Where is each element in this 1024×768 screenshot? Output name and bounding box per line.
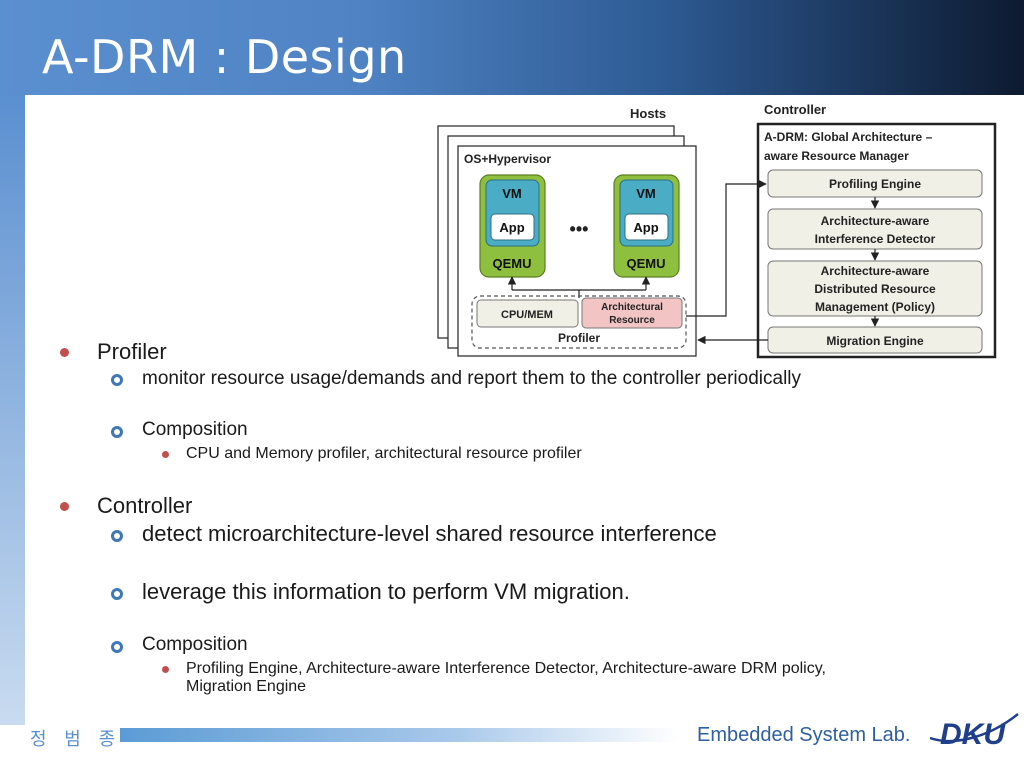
drm-line1: Architecture-aware (821, 264, 930, 278)
dku-logo: DKU (929, 713, 1019, 751)
ring-bullet-controller-2 (111, 588, 123, 600)
migration-engine-label: Migration Engine (826, 334, 924, 348)
title-bar: A-DRM : Design (0, 0, 1024, 95)
controller-sub3-item-line1: Profiling Engine, Architecture-aware Int… (186, 660, 826, 677)
cpu-mem-box (476, 299, 579, 328)
app-box-left (490, 213, 535, 241)
interference-line2: Interference Detector (815, 232, 936, 246)
left-accent-strip (0, 95, 25, 725)
ring-bullet-controller-1 (111, 530, 123, 542)
profiler-sub2: Composition (142, 419, 248, 440)
drm-line2: Distributed Resource (814, 282, 936, 296)
vm-label-left: VM (502, 186, 522, 201)
ring-bullet-controller-3 (111, 641, 123, 653)
slide-title: A-DRM : Design (42, 30, 407, 84)
controller-sub3: Composition (142, 634, 248, 655)
os-hypervisor-label: OS+Hypervisor (464, 152, 551, 166)
controller-sub2: leverage this information to perform VM … (142, 579, 630, 604)
vm-label-right: VM (636, 186, 656, 201)
profiler-group (471, 295, 687, 349)
app-box-right (624, 213, 669, 241)
cpu-mem-label: CPU/MEM (501, 309, 553, 321)
app-label-right: App (633, 220, 658, 235)
bullet-dot-controller (60, 502, 69, 511)
hosts-label: Hosts (630, 106, 666, 121)
dku-logo-text: DKU (940, 718, 1006, 751)
arch-resource-box (581, 297, 683, 329)
lab-name: Embedded System Lab. (697, 724, 911, 746)
arrow-host-to-profiling-engine (686, 179, 767, 317)
profiler-heading: Profiler (97, 339, 167, 364)
ring-bullet-profiler-1 (111, 374, 123, 386)
controller-sub3-item-line2: Migration Engine (186, 678, 307, 695)
app-label-left: App (499, 220, 524, 235)
adrm-title-line2: aware Resource Manager (764, 149, 909, 163)
controller-label: Controller (764, 102, 826, 117)
adrm-title-line1: A-DRM: Global Architecture – (764, 130, 933, 144)
arch-resource-line1: Architectural (601, 302, 663, 313)
controller-sub1: detect microarchitecture-level shared re… (142, 521, 717, 546)
bullet-dot-profiler (60, 348, 69, 357)
drm-line3: Management (Policy) (815, 300, 935, 314)
small-dot-controller (162, 666, 169, 673)
profiler-label: Profiler (558, 331, 600, 345)
author-name: 정 범 종 (30, 729, 122, 750)
footer-gradient-bar (120, 728, 680, 742)
profiler-sub1: monitor resource usage/demands and repor… (142, 368, 802, 389)
arch-resource-line2: Resource (609, 315, 655, 326)
interference-line1: Architecture-aware (821, 214, 930, 228)
profiling-engine-label: Profiling Engine (829, 177, 921, 191)
small-dot-profiler (162, 451, 169, 458)
vm-ellipsis: ••• (570, 219, 589, 239)
profiler-sub2-item: CPU and Memory profiler, architectural r… (186, 445, 582, 462)
qemu-label-right: QEMU (627, 256, 666, 271)
ring-bullet-profiler-2 (111, 426, 123, 438)
qemu-label-left: QEMU (493, 256, 532, 271)
controller-heading: Controller (97, 493, 193, 518)
